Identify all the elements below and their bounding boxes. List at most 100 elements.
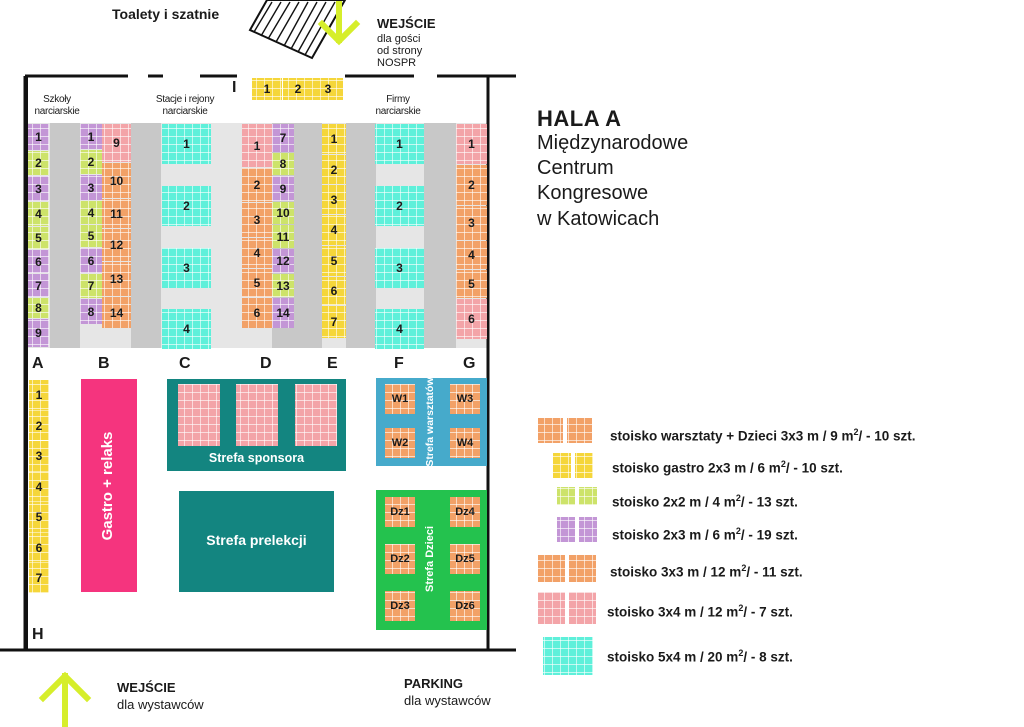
kids-zone-label: Strefa Dzieci <box>424 525 436 593</box>
legend-swatch-purple-2-grid <box>579 517 597 542</box>
booth-D-8-grid <box>272 153 294 175</box>
lecture-zone[interactable] <box>179 491 334 592</box>
booth-label-D-11: 11 <box>276 229 290 244</box>
booth-E-3-grid <box>322 185 346 214</box>
booth-D-7-grid <box>272 124 294 152</box>
booth-A-2-grid <box>28 151 49 175</box>
booth-E-5-grid <box>322 246 346 276</box>
kids-booth-Dz1-grid <box>385 497 415 527</box>
booth-D-13-grid <box>272 274 294 297</box>
booth-E-4-grid <box>322 215 346 245</box>
booth-label-H-5: 5 <box>35 510 43 524</box>
booth-A-4-grid <box>28 202 49 226</box>
booth-label-D-8: 8 <box>279 157 287 171</box>
column-letter-A: A <box>32 355 44 372</box>
booth-label-D-1: 1 <box>253 138 261 153</box>
guest-entrance-sub-1: dla gości <box>377 33 421 45</box>
toilets-door-hatch <box>248 0 347 60</box>
booth-B-12-grid <box>102 229 131 261</box>
hall-subtitle-4: w Katowicach <box>537 208 660 230</box>
booth-label-E-7: 7 <box>330 315 338 329</box>
booth-B-13-grid <box>102 262 131 296</box>
sponsor-booth-3-grid <box>295 384 337 446</box>
sponsor-zone-label: Strefa sponsora <box>208 451 305 465</box>
booth-label-B-14: 14 <box>109 305 124 320</box>
booth-A-6-grid <box>28 250 49 273</box>
exhibitor-entrance-sub: dla wystawców <box>117 697 204 712</box>
booth-B-8-grid <box>80 299 102 324</box>
legend-swatch-workshop-1-grid <box>538 418 563 443</box>
booth-label-A-2: 2 <box>35 156 42 170</box>
workshop-booth-label-W4: W4 <box>456 437 474 449</box>
booth-A-3-grid <box>28 176 49 201</box>
booth-G-3-grid <box>456 206 487 240</box>
booth-label-D-14: 14 <box>276 306 290 320</box>
booth-label-F-1: 1 <box>396 137 403 151</box>
booth-label-G-1: 1 <box>468 137 475 151</box>
legend-swatch-purple-1-grid <box>557 517 575 542</box>
parking-sub: dla wystawców <box>404 693 491 708</box>
legend-swatch-gastro-2-grid <box>575 453 593 478</box>
booth-label-D-7: 7 <box>279 131 287 145</box>
booth-label-H-7: 7 <box>35 571 43 585</box>
booth-H-4-grid <box>29 471 49 502</box>
booth-label-H-4: 4 <box>35 479 43 494</box>
booth-label-B-5: 5 <box>87 229 95 243</box>
booth-label-A-1: 1 <box>35 130 42 144</box>
toilets-label: Toalety i szatnie <box>112 6 220 22</box>
booth-label-G-4: 4 <box>468 248 475 262</box>
column-letter-F: F <box>394 355 404 372</box>
booth-I-1-grid <box>252 78 282 100</box>
booth-label-D-9: 9 <box>279 181 287 196</box>
booth-label-A-9: 9 <box>35 326 42 340</box>
workshop-booth-label-W2: W2 <box>391 437 409 449</box>
booth-B-5-grid <box>80 225 102 247</box>
booth-label-I-2: 2 <box>294 82 302 96</box>
kids-booth-label-Dz5: Dz5 <box>455 553 475 565</box>
booth-I-3-grid <box>313 78 343 100</box>
legend-swatch-green-2-grid <box>579 487 597 505</box>
booth-B-14-grid <box>102 297 131 328</box>
workshop-booth-W2-grid <box>385 428 415 458</box>
gastro-zone-label: Gastro + relaks <box>99 431 116 541</box>
booth-label-E-2: 2 <box>330 162 338 177</box>
gastro-zone[interactable] <box>81 379 137 592</box>
booth-E-7-grid <box>322 306 346 338</box>
booth-label-B-2: 2 <box>87 155 95 169</box>
booth-label-A-8: 8 <box>35 301 42 315</box>
booth-G-2-grid <box>456 165 487 205</box>
parking-title: PARKING <box>404 676 463 691</box>
booth-A-7-grid <box>28 274 49 297</box>
sponsor-booth-1-grid <box>178 384 220 446</box>
booth-B-7-grid <box>80 274 102 298</box>
booth-H-1-grid <box>29 380 49 410</box>
legend-swatch-green-1-grid <box>557 487 575 505</box>
legend-item-orange: stoisko 3x3 m / 12 m2/ - 11 szt. <box>610 563 803 580</box>
booth-F-2-grid <box>375 186 424 226</box>
booth-E-6-grid <box>322 277 346 305</box>
exhibitor-entrance-title: WEJŚCIE <box>117 680 176 695</box>
booth-H-2-grid <box>29 410 49 441</box>
workshop-booth-W4-grid <box>450 428 480 458</box>
booth-label-D-5: 5 <box>253 276 261 290</box>
booth-label-B-6: 6 <box>87 253 95 268</box>
booth-label-B-1: 1 <box>87 129 95 144</box>
booth-label-B-4: 4 <box>87 205 95 220</box>
booth-H-6-grid <box>29 532 49 563</box>
booth-label-C-1: 1 <box>183 137 190 151</box>
booth-label-D-13: 13 <box>276 278 290 293</box>
column-letter-G: G <box>463 355 476 372</box>
booth-D-10-grid <box>272 202 294 224</box>
booth-label-B-9: 9 <box>113 136 120 150</box>
booth-B-3-grid <box>80 175 102 200</box>
booth-label-F-4: 4 <box>396 322 403 336</box>
booth-H-5-grid <box>29 502 49 532</box>
workshop-booth-label-W1: W1 <box>391 393 409 405</box>
kids-booth-label-Dz4: Dz4 <box>455 506 475 518</box>
legend-swatch-pink-2-grid <box>569 592 596 624</box>
legend-swatch-pink-1-grid <box>538 592 565 624</box>
booth-B-11-grid <box>102 199 131 228</box>
booth-label-H-2: 2 <box>35 418 43 433</box>
